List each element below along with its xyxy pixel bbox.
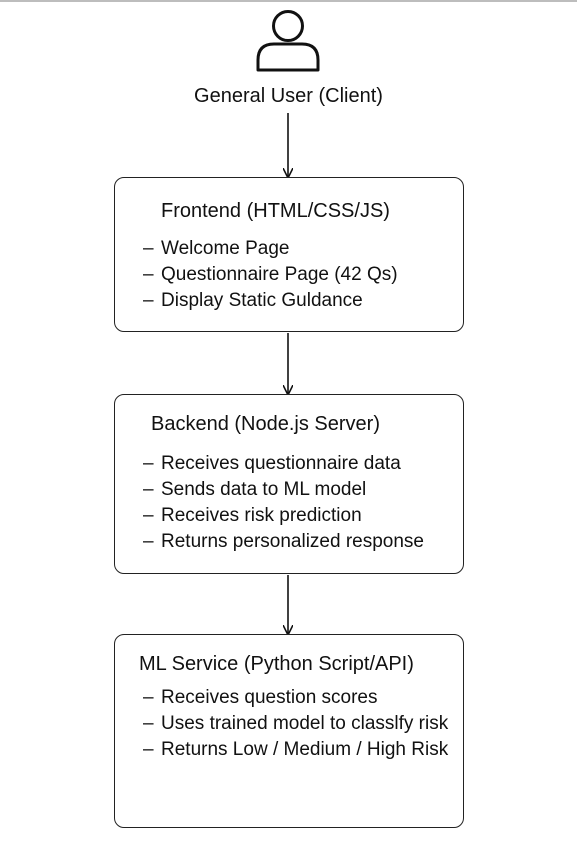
frontend-title: Frontend (HTML/CSS/JS) (161, 200, 390, 222)
backend-box: Backend (Node.js Server) Receives questi… (114, 394, 464, 574)
backend-list: Receives questionnaire data Sends data t… (143, 451, 424, 555)
frontend-item: Display Static Guldance (143, 288, 398, 314)
user-icon (256, 10, 320, 72)
ml-service-item: Returns Low / Medium / High Risk (143, 737, 453, 763)
backend-item: Receives questionnaire data (143, 451, 424, 477)
frontend-list: Welcome Page Questionnaire Page (42 Qs) … (143, 236, 398, 314)
frontend-box: Frontend (HTML/CSS/JS) Welcome Page Ques… (114, 177, 464, 332)
ml-service-item: Uses trained model to classlfy risk (143, 711, 453, 737)
frontend-item: Questionnaire Page (42 Qs) (143, 262, 398, 288)
frontend-item: Welcome Page (143, 236, 398, 262)
backend-item: Sends data to ML model (143, 477, 424, 503)
top-border-line (0, 0, 577, 2)
ml-service-item: Receives question scores (143, 685, 453, 711)
backend-item: Receives risk prediction (143, 503, 424, 529)
backend-title: Backend (Node.js Server) (151, 413, 380, 435)
ml-service-box: ML Service (Python Script/API) Receives … (114, 634, 464, 828)
ml-service-title: ML Service (Python Script/API) (139, 653, 414, 675)
ml-service-list: Receives question scores Uses trained mo… (143, 685, 453, 763)
user-label: General User (Client) (194, 85, 383, 107)
backend-item: Returns personalized response (143, 529, 424, 555)
